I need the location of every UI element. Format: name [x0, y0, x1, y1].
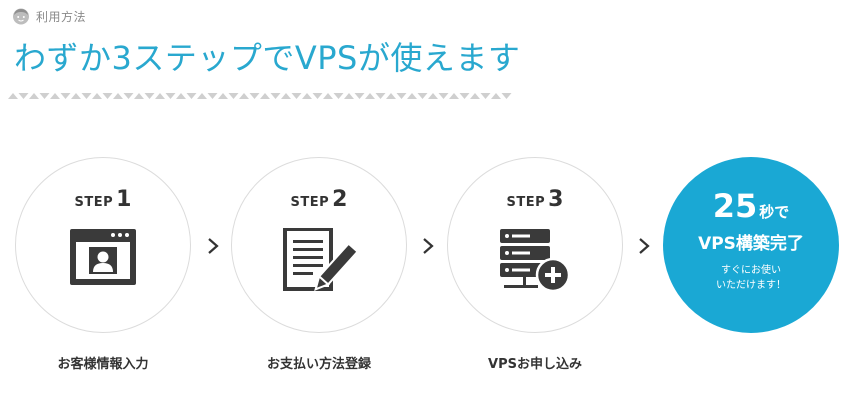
result-note-line1: すぐにお使い — [721, 265, 781, 276]
step-1-label: お客様情報入力 — [57, 357, 149, 372]
step-3-word: STEP — [506, 195, 546, 210]
chevron-right-icon — [208, 238, 219, 254]
section-label: 利用方法 — [12, 7, 86, 25]
triangle-divider — [8, 93, 512, 99]
result-number: 25 — [712, 187, 758, 225]
server-add-icon — [500, 229, 571, 293]
result-note-line2: いただけます！ — [716, 280, 786, 291]
result-unit: 秒で — [759, 203, 790, 221]
step-2-number: 2 — [332, 187, 348, 212]
chevron-right-icon — [639, 238, 650, 254]
step-3-number: 3 — [548, 187, 564, 212]
user-profile-window-icon — [70, 229, 136, 285]
chevron-right-icon — [423, 238, 434, 254]
section-label-text: 利用方法 — [36, 9, 87, 24]
step-3-label: VPSお申し込み — [488, 357, 582, 372]
document-pen-icon — [283, 228, 357, 291]
step-1-word: STEP — [74, 195, 114, 210]
face-icon — [13, 8, 29, 25]
step-1-number: 1 — [116, 187, 132, 212]
step-2-word: STEP — [290, 195, 330, 210]
result-title: VPS構築完了 — [698, 234, 804, 254]
step-2-label: お支払い方法登録 — [266, 357, 371, 372]
page-title: わずか3ステップでVPSが使えます — [14, 39, 521, 77]
